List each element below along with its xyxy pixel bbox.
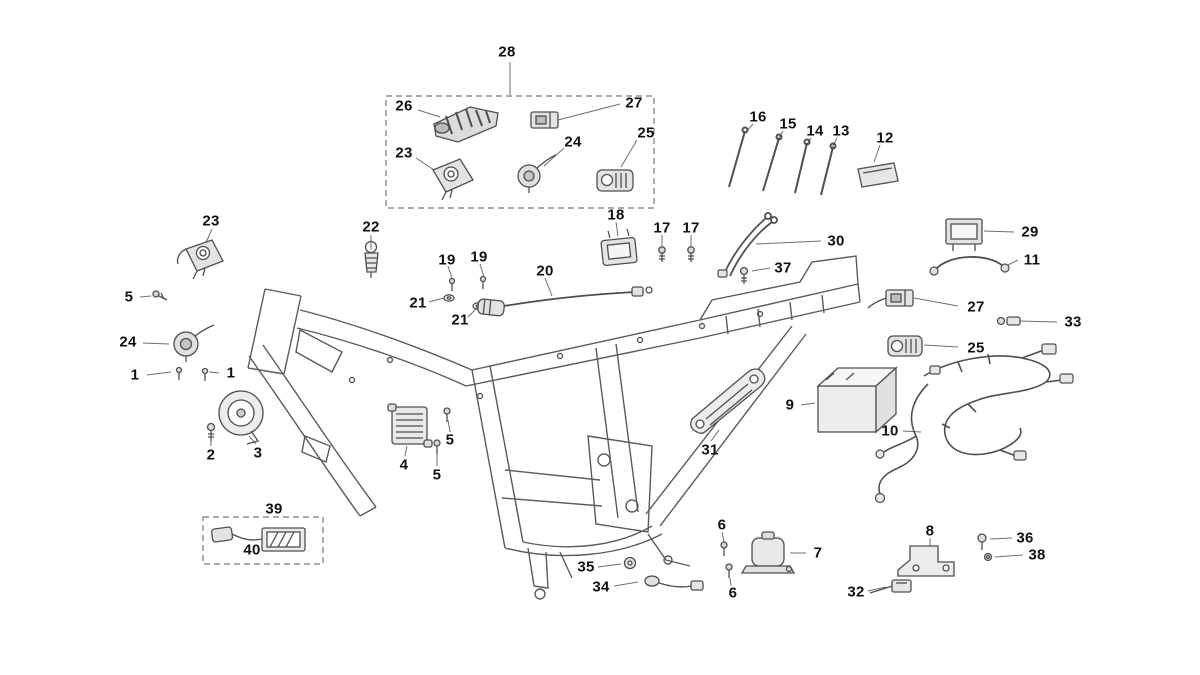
part-23-main-switch-top [432, 158, 474, 201]
part-19-screw-right [479, 275, 487, 289]
part-33-fastener [996, 316, 1021, 326]
part-32-clip [869, 579, 912, 594]
part-27-connector-top [530, 111, 559, 129]
part-8-bracket [897, 545, 955, 577]
part-14-cable-rod [794, 138, 811, 194]
part-27-connector-right [867, 289, 914, 309]
detail-box-28 [385, 95, 655, 209]
part-35-grommet [623, 556, 637, 570]
detail-box-39 [202, 516, 324, 565]
part-26-cdi-unit [433, 106, 499, 143]
part-12-plate [857, 162, 899, 188]
part-3-horn [218, 390, 264, 445]
part-13-cable-rod [820, 142, 837, 196]
part-17-bolt-left [658, 246, 666, 262]
part-5-bolt-mid-lower [433, 439, 441, 454]
part-6-bolt-upper [720, 541, 728, 556]
dashed-detail-boxes [202, 95, 655, 565]
part-25-switch-right [887, 335, 923, 357]
part-10-wire-harness [874, 343, 1074, 504]
part-2-bolt [206, 422, 216, 441]
part-4-rectifier [387, 403, 433, 448]
part-5-bolt-left [152, 290, 168, 301]
part-19-screw-left [448, 277, 456, 291]
part-24-coil-top [517, 154, 557, 193]
part-21-washer-left [443, 294, 455, 302]
part-25-switch-top [596, 169, 634, 192]
part-1-screw-left [175, 366, 183, 380]
part-18-relay [600, 228, 638, 267]
part-5-bolt-mid-upper [443, 407, 451, 422]
part-16-cable-rod [728, 126, 749, 188]
part-29-unit [945, 218, 983, 251]
part-17-bolt-right [687, 246, 695, 262]
part-20-speedometer-cable [477, 286, 653, 317]
part-1-screw-right [201, 367, 209, 381]
part-36-bolt [977, 533, 987, 550]
part-11-jumper-cable [929, 256, 1010, 276]
part-40-sensor-assembly [211, 526, 306, 552]
parts [152, 106, 1074, 594]
part-6-bolt-lower [725, 563, 733, 578]
part-34-switch [644, 575, 704, 591]
part-37-bolt [739, 266, 749, 284]
part-31-bracket-strap [690, 368, 766, 434]
part-24-coil-left [173, 324, 215, 362]
leader-lines [139, 62, 1058, 592]
part-22-sensor [364, 240, 379, 278]
part-7-relay [740, 531, 796, 574]
motorcycle-frame [247, 255, 861, 600]
part-23-main-switch-left [176, 239, 224, 280]
part-38-nut [983, 552, 993, 562]
part-30-cable [717, 212, 778, 278]
part-9-battery [816, 366, 898, 434]
part-15-cable-rod [762, 133, 783, 192]
